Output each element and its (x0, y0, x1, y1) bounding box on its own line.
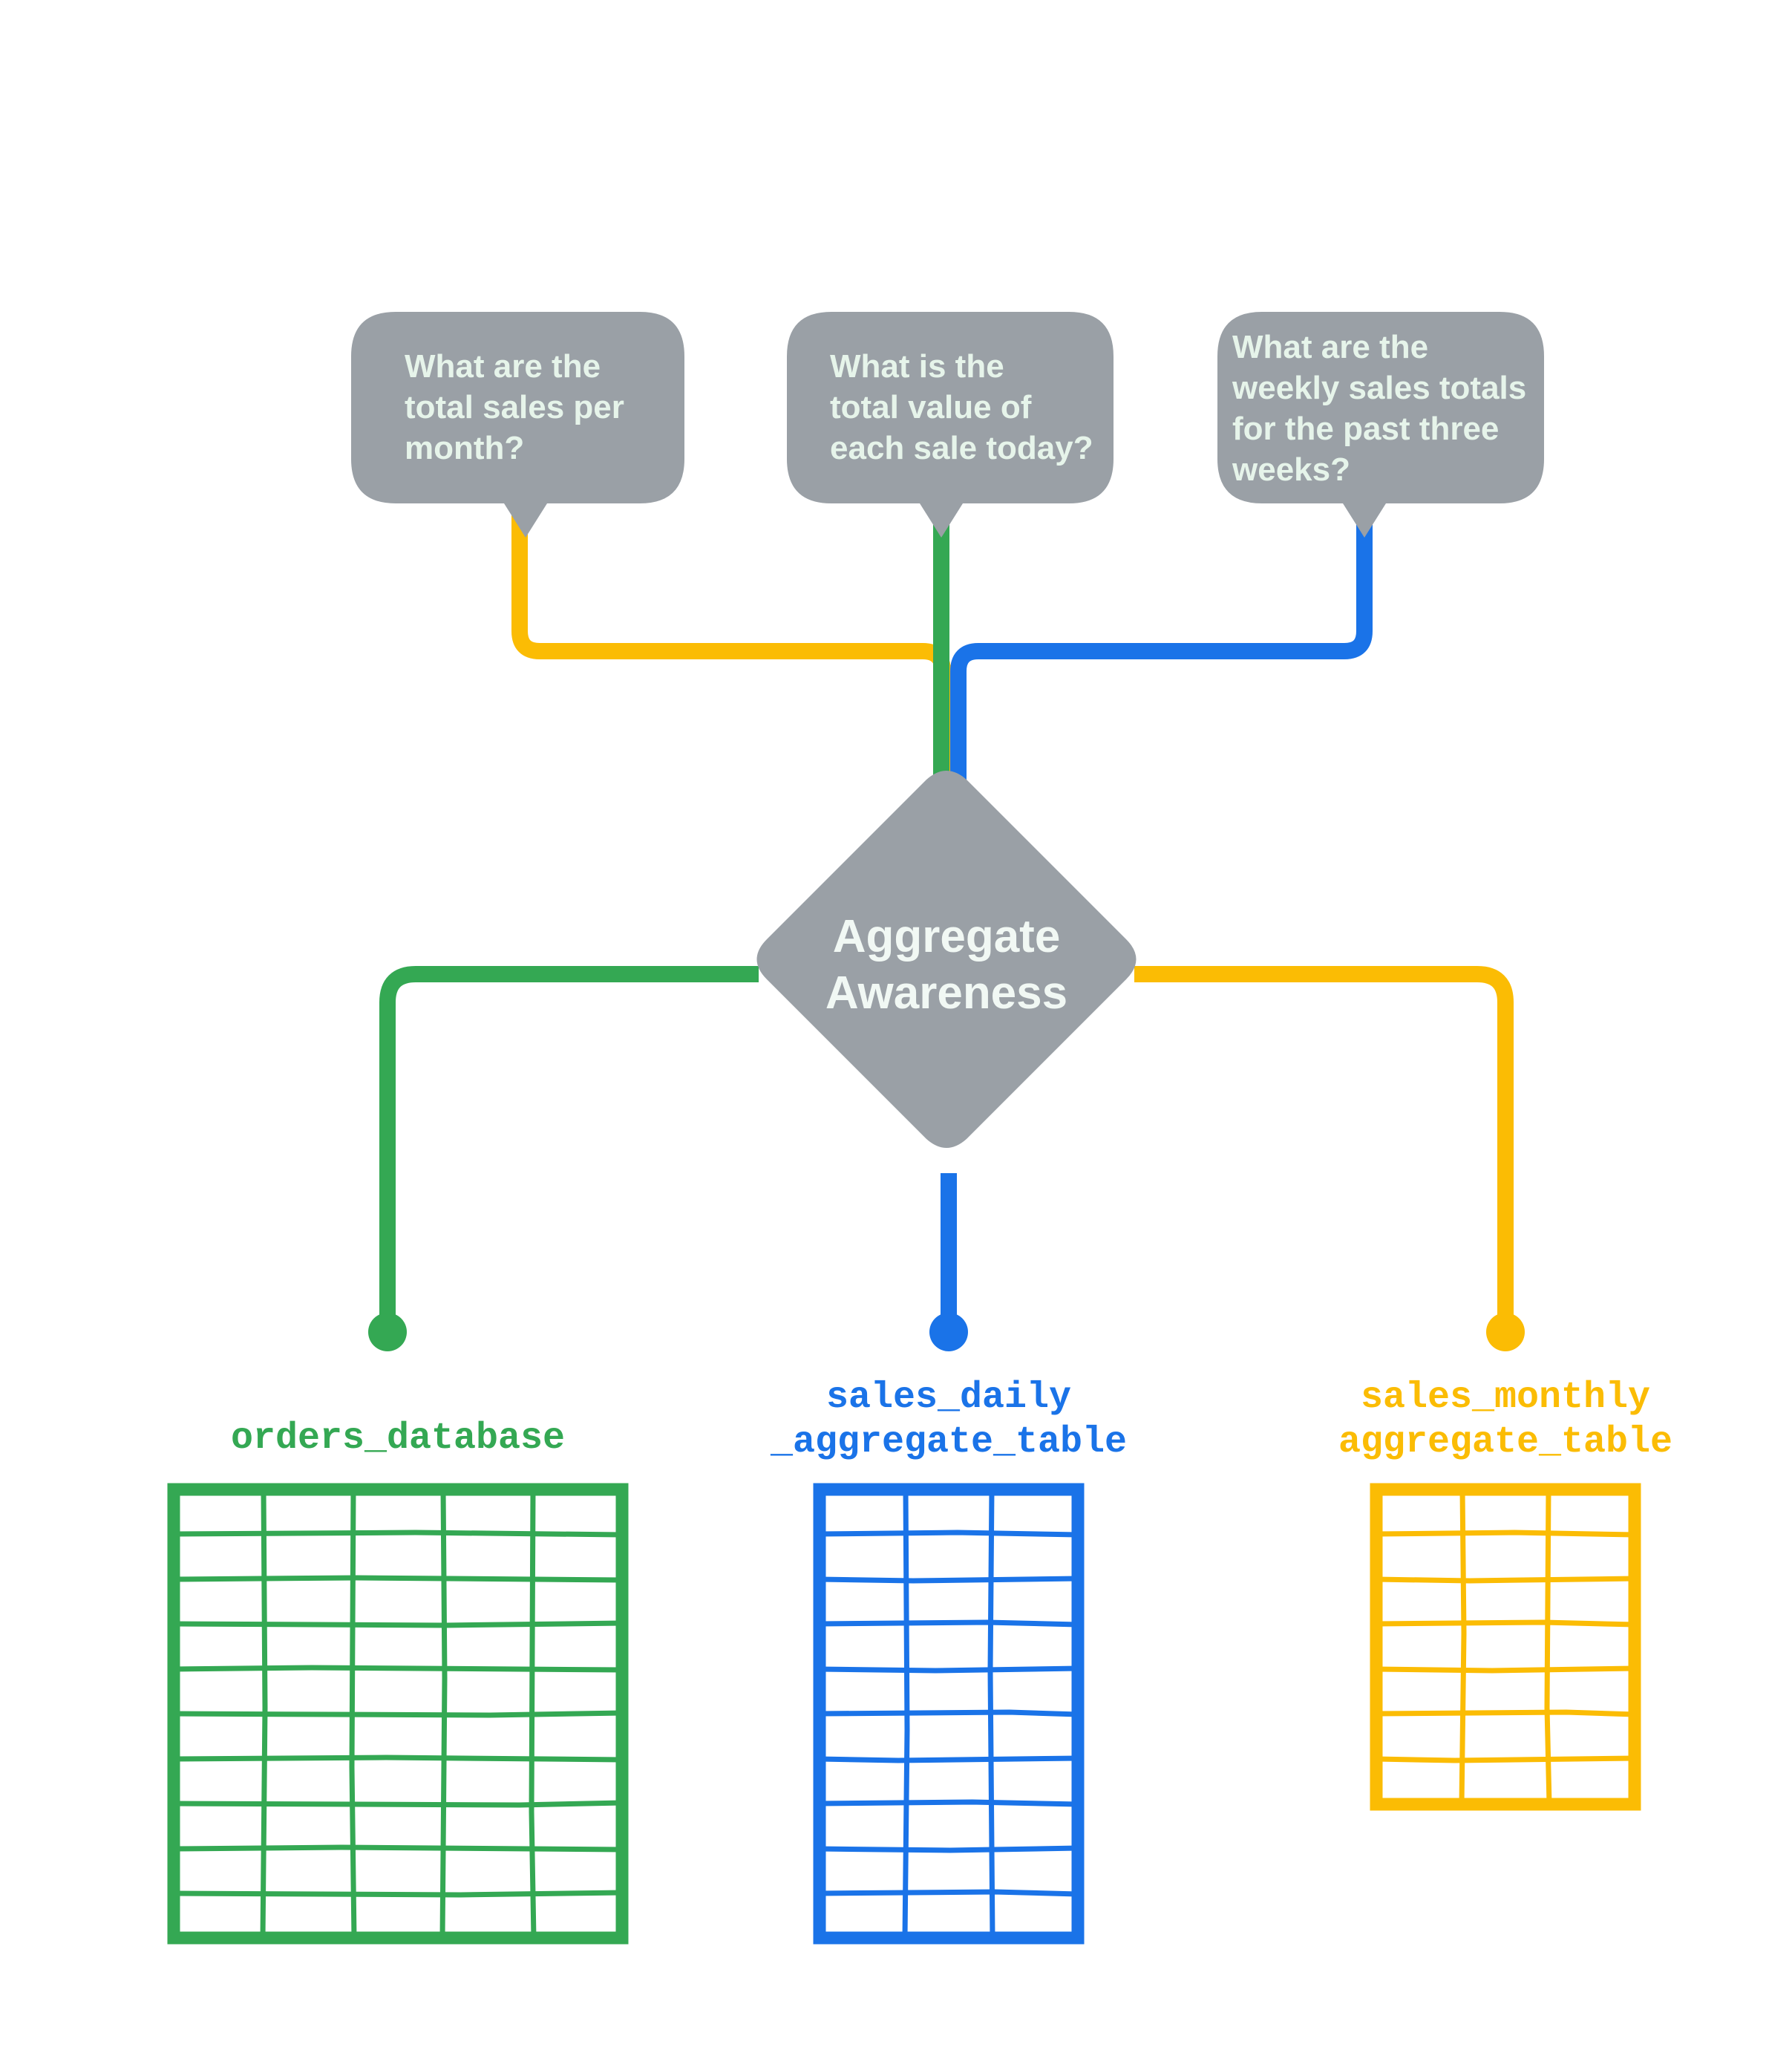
connector-source-orders (379, 966, 759, 1329)
connector-question-weekly (950, 512, 1373, 791)
endpoint-dot-orders (368, 1313, 407, 1351)
table-grid-monthly (1376, 1489, 1635, 1805)
source-label-daily-line-2: _aggregate_table (770, 1421, 1127, 1463)
source-labels: orders_database sales_daily _aggregate_t… (231, 1377, 1672, 1463)
question-bubble-weekly[interactable]: What are the weekly sales totals for the… (1217, 312, 1544, 538)
endpoint-dot-daily (929, 1313, 968, 1351)
bubble-line-daily-3: each sale today? (830, 430, 1093, 466)
bubble-line-monthly-3: month? (405, 430, 524, 466)
source-label-daily-line-1: sales_daily (826, 1377, 1071, 1419)
bubble-line-weekly-2: weekly sales totals (1232, 370, 1526, 406)
bubble-line-monthly-1: What are the (405, 348, 601, 385)
bubble-line-weekly-3: for the past three (1232, 411, 1499, 447)
bubble-line-daily-2: total value of (830, 389, 1032, 425)
bubble-line-daily-1: What is the (830, 348, 1004, 385)
question-bubble-monthly[interactable]: What are the total sales per month? (351, 312, 684, 538)
source-label-monthly-line-1: sales_monthly (1361, 1377, 1650, 1419)
question-bubbles: What are the total sales per month? What… (351, 312, 1544, 538)
bubble-line-weekly-1: What are the (1232, 329, 1428, 365)
center-node-aggregate-awareness[interactable]: Aggregate Awareness (756, 771, 1137, 1148)
source-label-monthly-line-2: aggregate_table (1338, 1421, 1672, 1463)
connector-group-questions (511, 512, 1373, 791)
connector-group-sources (368, 966, 1525, 1351)
bubble-shape-monthly (351, 312, 684, 538)
bubble-shape-daily (787, 312, 1114, 538)
diamond-shape (756, 771, 1137, 1148)
question-bubble-daily[interactable]: What is the total value of each sale tod… (787, 312, 1114, 538)
table-grid-orders (173, 1489, 623, 1939)
endpoint-dot-monthly (1486, 1313, 1525, 1351)
connector-source-monthly (1134, 966, 1514, 1329)
diamond-label-line-2: Awareness (825, 967, 1067, 1019)
table-grid-daily (819, 1489, 1079, 1939)
source-table-monthly[interactable] (1370, 1483, 1641, 1811)
source-table-daily[interactable] (813, 1483, 1085, 1945)
bubble-line-weekly-4: weeks? (1232, 451, 1350, 488)
bubble-line-monthly-2: total sales per (405, 389, 624, 425)
bubble-shape-weekly (1217, 312, 1544, 538)
diamond-label-line-1: Aggregate (833, 911, 1061, 962)
source-label-orders: orders_database (231, 1417, 565, 1460)
table-border-monthly (1370, 1483, 1641, 1811)
source-table-orders[interactable] (167, 1483, 629, 1945)
